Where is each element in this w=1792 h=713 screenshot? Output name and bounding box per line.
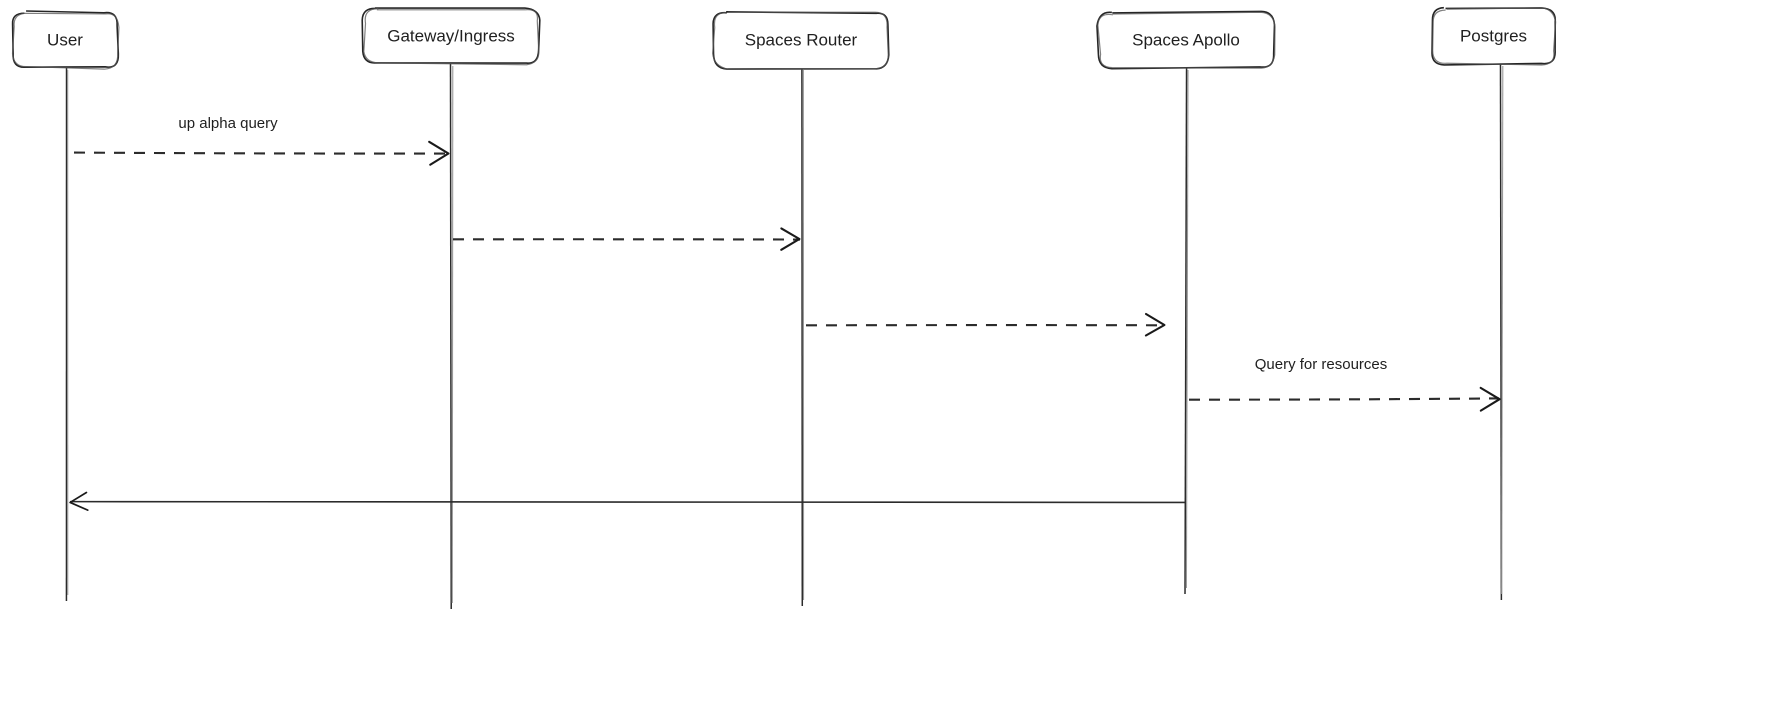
message-arrowhead [69,491,89,511]
message-arrowhead [780,227,801,251]
message-msg-4[interactable]: Query for resources [1188,356,1501,412]
participant-box [1431,6,1557,66]
lifeline-spaces-router [801,67,805,607]
message-msg-5[interactable] [69,491,1187,511]
message-line [73,151,450,155]
lifeline-user [65,67,69,602]
participant-user[interactable]: User [11,10,120,70]
message-msg-3[interactable] [805,312,1166,337]
lifelines-layer [65,63,1504,610]
participant-box-sketch-overlay [363,8,540,66]
participant-box-sketch-overlay [1432,7,1557,66]
participant-box [361,7,541,64]
lifeline-ghost-stroke [1185,69,1189,589]
lifeline-ghost-stroke [1501,65,1504,595]
participant-gateway[interactable]: Gateway/Ingress [361,7,541,66]
message-label: up alpha query [178,115,278,132]
participant-box-sketch-overlay [1097,11,1276,69]
message-line [1188,397,1500,401]
lifeline-spaces-apollo [1184,67,1189,595]
message-arrowhead [428,140,450,166]
participant-label: Gateway/Ingress [387,26,515,45]
message-label: Query for resources [1255,356,1388,373]
participant-box-sketch-overlay [11,12,120,70]
lifeline-stroke [1184,67,1188,595]
lifeline-ghost-stroke [451,65,454,604]
participant-spaces-apollo[interactable]: Spaces Apollo [1096,10,1276,70]
participant-box-sketch-overlay [712,11,889,70]
lifeline-gateway [449,63,454,610]
message-line [69,500,1187,504]
message-arrowhead [1479,386,1501,412]
participant-spaces-router[interactable]: Spaces Router [712,11,890,70]
participant-label: Postgres [1460,26,1527,45]
lifeline-stroke [1499,63,1503,601]
participants-layer: User Gateway/Ingress Spaces Router Spaces A… [11,6,1557,70]
participant-label: User [47,30,83,49]
message-msg-2[interactable] [452,227,801,251]
participant-label: Spaces Router [745,30,858,49]
message-arrowhead [1144,312,1166,337]
message-msg-1[interactable]: up alpha query [73,115,450,166]
lifeline-stroke [449,63,453,610]
participant-postgres[interactable]: Postgres [1431,6,1557,66]
participant-label: Spaces Apollo [1132,30,1240,49]
lifeline-postgres [1499,63,1504,601]
